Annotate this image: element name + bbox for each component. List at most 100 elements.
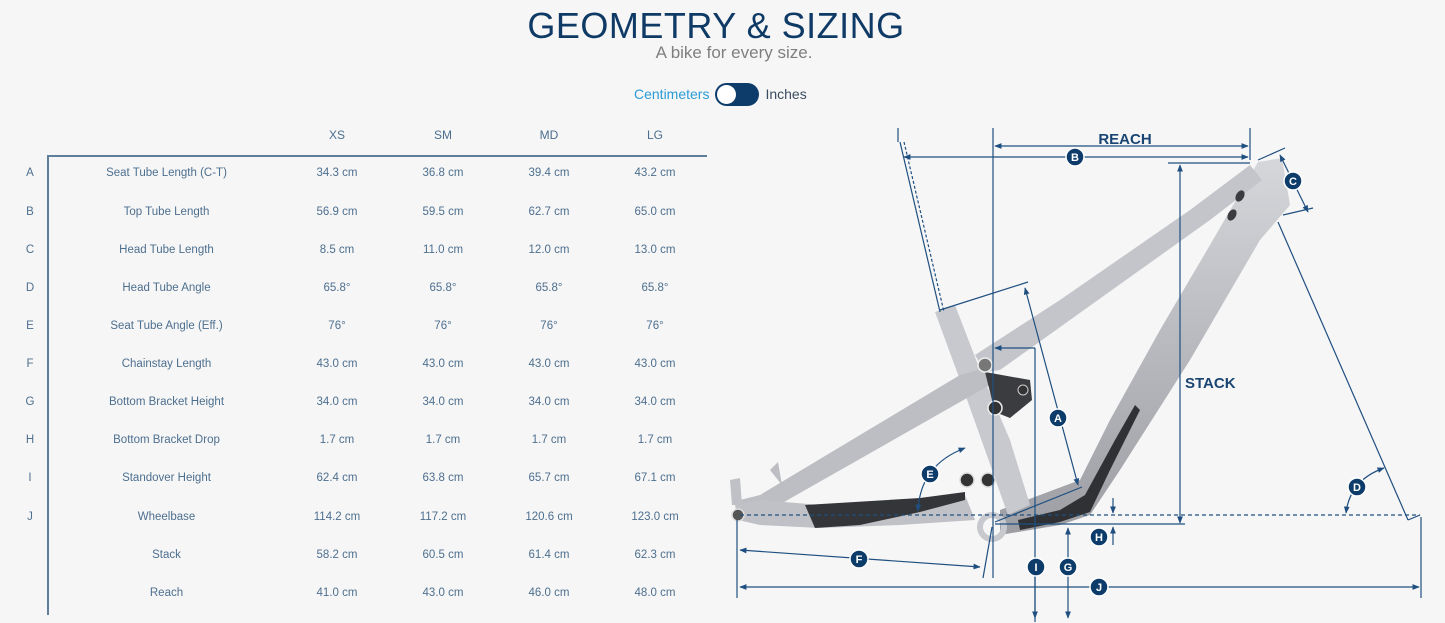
table-frame — [47, 155, 707, 615]
value-lg: 43.0 cm — [634, 358, 676, 370]
row-label: Head Tube Length — [119, 244, 214, 256]
value-md: 120.6 cm — [525, 511, 573, 523]
column-header-sm: SM — [434, 128, 452, 142]
value-sm: 43.0 cm — [422, 587, 464, 599]
svg-text:B: B — [1071, 152, 1079, 164]
value-xs: 56.9 cm — [316, 206, 358, 218]
value-xs: 34.0 cm — [316, 396, 358, 408]
value-md: 76° — [540, 320, 558, 332]
row-label: Standover Height — [122, 472, 211, 484]
row-label: Seat Tube Angle (Eff.) — [110, 320, 223, 332]
row-letter: J — [27, 511, 33, 523]
value-lg: 123.0 cm — [631, 511, 679, 523]
row-letter: F — [26, 358, 34, 370]
dimension-markers: A B C D E F G H I J — [849, 147, 1367, 597]
page-subtitle: A bike for every size. — [655, 43, 813, 62]
row-letter: E — [26, 320, 34, 332]
table-row: G Bottom Bracket Height 34.0 cm 34.0 cm … — [0, 396, 710, 416]
value-sm: 117.2 cm — [419, 511, 467, 523]
row-label: Reach — [149, 587, 184, 599]
row-letter: I — [28, 472, 32, 484]
value-xs: 34.3 cm — [316, 167, 358, 179]
page-title: GEOMETRY & SIZING — [527, 5, 905, 46]
value-lg: 34.0 cm — [634, 396, 676, 408]
value-sm: 63.8 cm — [422, 472, 464, 484]
row-label: Chainstay Length — [121, 358, 212, 370]
value-md: 65.7 cm — [528, 472, 570, 484]
value-sm: 11.0 cm — [422, 244, 464, 256]
marker-j: J — [1089, 577, 1109, 597]
svg-text:E: E — [926, 469, 933, 481]
marker-c: C — [1283, 171, 1303, 191]
marker-f: F — [849, 549, 869, 569]
svg-text:J: J — [1096, 582, 1102, 594]
table-row: C Head Tube Length 8.5 cm 11.0 cm 12.0 c… — [0, 244, 710, 264]
unit-option-centimeters[interactable]: Centimeters — [634, 86, 710, 102]
unit-switch[interactable] — [715, 82, 760, 106]
value-xs: 65.8° — [323, 282, 351, 294]
row-letter: B — [26, 206, 34, 218]
value-sm: 34.0 cm — [422, 396, 464, 408]
svg-text:F: F — [856, 554, 863, 566]
row-label: Seat Tube Length (C-T) — [106, 167, 227, 179]
marker-d: D — [1347, 477, 1367, 497]
column-header-xs: XS — [328, 128, 345, 142]
table-row: J Wheelbase 114.2 cm 117.2 cm 120.6 cm 1… — [0, 511, 710, 531]
value-md: 12.0 cm — [528, 244, 570, 256]
unit-option-inches[interactable]: Inches — [765, 86, 807, 102]
value-sm: 65.8° — [429, 282, 457, 294]
value-xs: 62.4 cm — [316, 472, 358, 484]
value-md: 34.0 cm — [528, 396, 570, 408]
table-row: A Seat Tube Length (C-T) 34.3 cm 36.8 cm… — [0, 167, 710, 187]
marker-a: A — [1048, 408, 1068, 428]
value-lg: 65.8° — [641, 282, 669, 294]
marker-g: G — [1058, 557, 1078, 577]
row-label: Wheelbase — [137, 511, 196, 523]
table-row: H Bottom Bracket Drop 1.7 cm 1.7 cm 1.7 … — [0, 434, 710, 454]
table-row: I Standover Height 62.4 cm 63.8 cm 65.7 … — [0, 472, 710, 492]
value-md: 65.8° — [535, 282, 563, 294]
svg-text:H: H — [1095, 532, 1103, 544]
row-letter: C — [25, 244, 35, 256]
row-letter: D — [25, 282, 35, 294]
row-letter: H — [25, 434, 35, 446]
value-lg: 62.3 cm — [634, 549, 676, 561]
marker-e: E — [920, 464, 940, 484]
value-sm: 36.8 cm — [422, 167, 464, 179]
svg-text:C: C — [1289, 176, 1297, 188]
table-row: E Seat Tube Angle (Eff.) 76° 76° 76° 76° — [0, 320, 710, 340]
svg-text:G: G — [1064, 562, 1073, 574]
value-xs: 43.0 cm — [316, 358, 358, 370]
column-header-lg: LG — [646, 128, 663, 142]
value-sm: 59.5 cm — [422, 206, 464, 218]
value-lg: 13.0 cm — [634, 244, 676, 256]
value-md: 62.7 cm — [528, 206, 570, 218]
row-label: Bottom Bracket Drop — [113, 434, 220, 446]
switch-knob — [717, 84, 737, 104]
column-header-md: MD — [539, 128, 559, 142]
row-label: Bottom Bracket Height — [108, 396, 225, 408]
value-sm: 60.5 cm — [422, 549, 464, 561]
value-md: 61.4 cm — [528, 549, 570, 561]
svg-text:D: D — [1353, 482, 1361, 494]
marker-i: I — [1026, 557, 1046, 577]
reach-label: REACH — [1098, 131, 1151, 148]
stack-label: STACK — [1185, 375, 1236, 392]
table-row: D Head Tube Angle 65.8° 65.8° 65.8° 65.8… — [0, 282, 710, 302]
row-label: Top Tube Length — [123, 206, 210, 218]
row-letter: A — [26, 167, 34, 179]
row-letter: G — [25, 396, 35, 408]
value-sm: 1.7 cm — [425, 434, 461, 446]
marker-b: B — [1065, 147, 1085, 167]
value-md: 39.4 cm — [528, 167, 570, 179]
value-xs: 8.5 cm — [319, 244, 355, 256]
value-lg: 65.0 cm — [634, 206, 676, 218]
value-lg: 1.7 cm — [637, 434, 673, 446]
value-md: 1.7 cm — [531, 434, 567, 446]
value-sm: 76° — [434, 320, 452, 332]
table-row: Reach 41.0 cm 43.0 cm 46.0 cm 48.0 cm — [0, 587, 710, 607]
value-xs: 1.7 cm — [319, 434, 355, 446]
row-label: Head Tube Angle — [122, 282, 211, 294]
table-row: Stack 58.2 cm 60.5 cm 61.4 cm 62.3 cm — [0, 549, 710, 569]
value-lg: 67.1 cm — [634, 472, 676, 484]
